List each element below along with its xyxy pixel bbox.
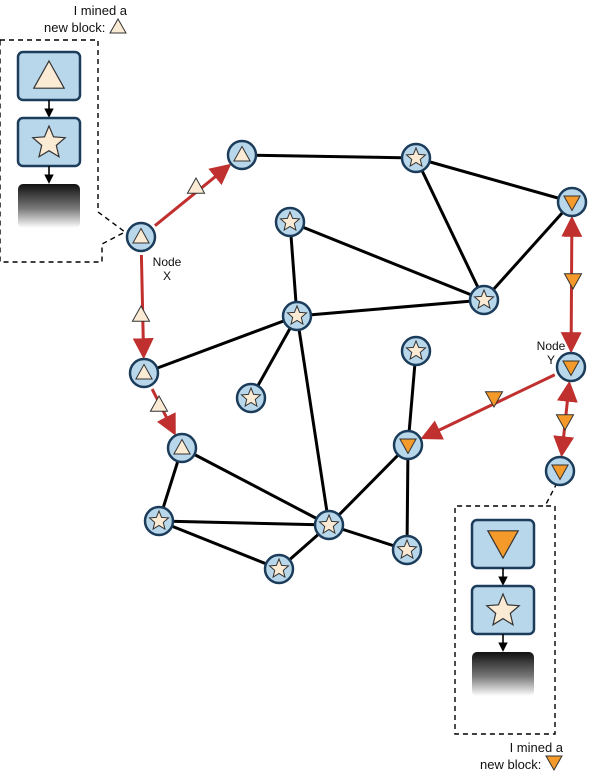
triangle-icon	[135, 363, 153, 380]
network-edge	[295, 315, 331, 526]
caption-text: new block:	[44, 20, 106, 35]
triangle-icon	[32, 59, 66, 89]
inverted-triangle-icon	[563, 195, 581, 212]
triangle-icon	[109, 18, 127, 34]
caption-line-1: I mined a	[509, 740, 564, 755]
node-label-line-1: Node	[152, 255, 182, 269]
block-chains	[16, 50, 536, 696]
node-label-line-1: Node	[536, 339, 566, 353]
triangle-icon	[186, 176, 206, 194]
star-icon	[286, 304, 308, 326]
caption-text: new block:	[480, 757, 542, 772]
star-icon	[279, 210, 301, 232]
propagating-blocks	[131, 176, 583, 432]
propagation-edge	[154, 163, 232, 227]
star-icon	[268, 557, 290, 579]
triangle-icon	[131, 304, 151, 322]
top-left-caption: I mined a new block:	[44, 3, 127, 35]
bottom-right-caption: I mined a new block:	[480, 740, 563, 772]
star-icon	[318, 513, 340, 535]
earlier-blocks-fade	[18, 184, 80, 228]
inverted-triangle-icon	[562, 360, 580, 377]
network-edge	[415, 156, 573, 204]
network-edge	[158, 519, 330, 527]
star-icon	[405, 339, 427, 361]
triangle-icon	[149, 394, 169, 412]
inverted-triangle-icon	[551, 464, 569, 481]
node-x-label: Node X	[152, 255, 182, 283]
network-nodes	[125, 139, 588, 585]
star-icon	[396, 538, 418, 560]
propagation-edge	[132, 254, 154, 360]
node-x-chain-box	[0, 39, 127, 263]
inverted-triangle-icon	[399, 438, 417, 455]
network-edges	[143, 153, 574, 571]
network-edge	[289, 220, 485, 302]
star-icon	[473, 288, 495, 310]
network-edge	[249, 315, 299, 399]
inverted-triangle-icon	[563, 273, 583, 291]
network-edge	[414, 157, 486, 301]
caption-line-1: I mined a	[73, 3, 128, 18]
star-icon	[485, 592, 521, 627]
caption-line-2: new block:	[480, 755, 563, 772]
triangle-icon	[173, 438, 191, 455]
inverted-triangle-icon	[545, 755, 563, 771]
inverted-triangle-icon	[484, 391, 504, 409]
triangle-icon	[233, 145, 251, 162]
star-icon	[240, 386, 262, 408]
network-edge	[181, 446, 330, 527]
network-edge	[482, 200, 574, 302]
triangle-icon	[132, 227, 150, 244]
star-icon	[31, 124, 67, 159]
node-label-line-2: X	[162, 269, 171, 283]
inverted-triangle-icon	[555, 414, 575, 432]
star-icon	[148, 509, 170, 531]
network-edge	[327, 443, 410, 527]
earlier-blocks-fade	[472, 652, 534, 696]
inverted-triangle-icon	[486, 530, 520, 560]
network-edge	[158, 519, 280, 571]
caption-line-2: new block:	[44, 18, 127, 35]
network-edge	[406, 350, 418, 446]
network-edge	[288, 221, 299, 317]
network-edge	[296, 298, 485, 318]
star-icon	[405, 146, 427, 168]
network-edge	[143, 314, 298, 375]
node-y-chain-box	[454, 482, 558, 735]
network-edge	[405, 444, 410, 551]
propagation-edge	[420, 373, 556, 440]
node-y-label: Node Y	[536, 339, 566, 367]
node-label-line-2: Y	[546, 353, 555, 367]
network-edge	[241, 153, 417, 160]
